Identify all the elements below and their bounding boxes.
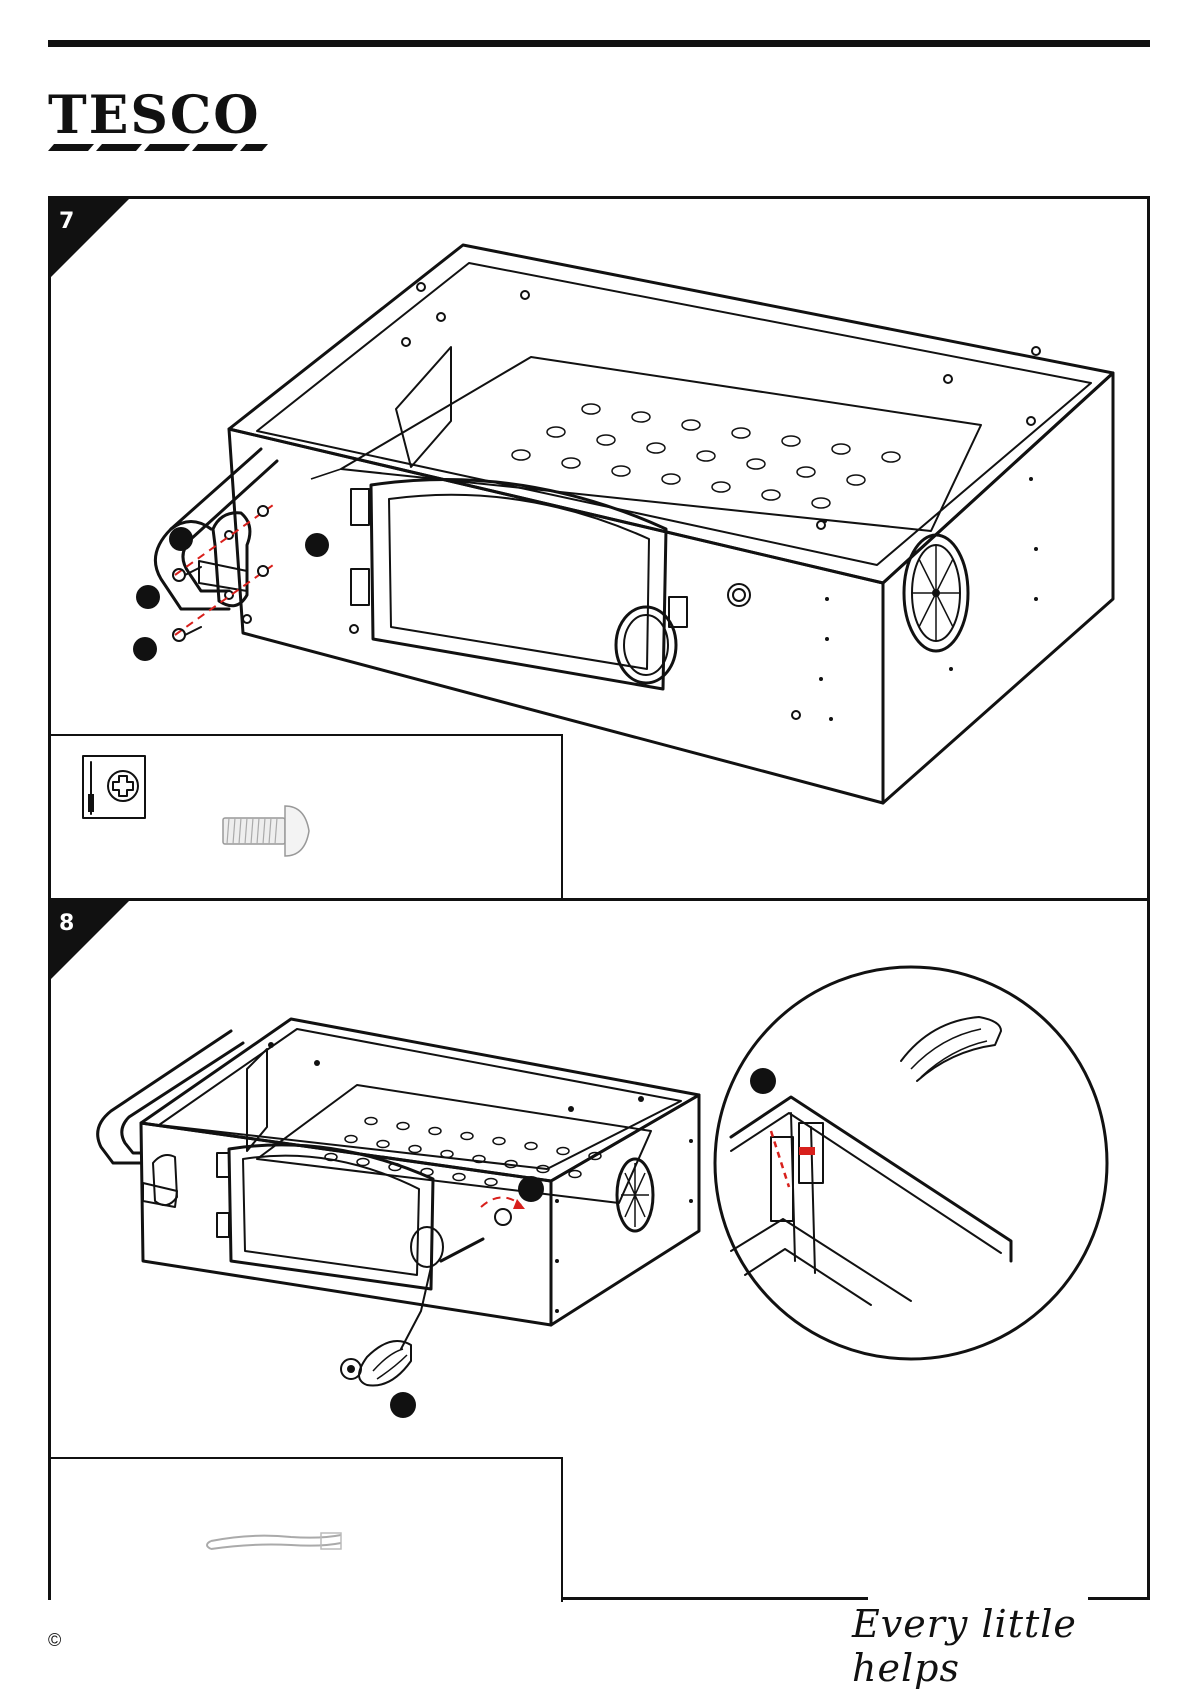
copyright-symbol: © — [48, 1630, 61, 1651]
step-8-parts-box — [51, 1457, 563, 1602]
step-8-panel: 8 — [48, 898, 1150, 1600]
step-7-parts — [51, 736, 561, 901]
tesco-logo: TESCO — [48, 88, 268, 156]
top-rule — [48, 40, 1150, 47]
logo-stripes — [48, 88, 268, 156]
step-7-parts-box — [51, 734, 563, 901]
step-8-parts — [51, 1459, 561, 1602]
tagline: Every little helps — [852, 1602, 1191, 1690]
screw-icon — [223, 806, 309, 856]
phillips-screwdriver-icon — [83, 756, 145, 818]
cotter-pin-icon — [207, 1533, 341, 1549]
step-7-panel: 7 — [48, 196, 1150, 901]
